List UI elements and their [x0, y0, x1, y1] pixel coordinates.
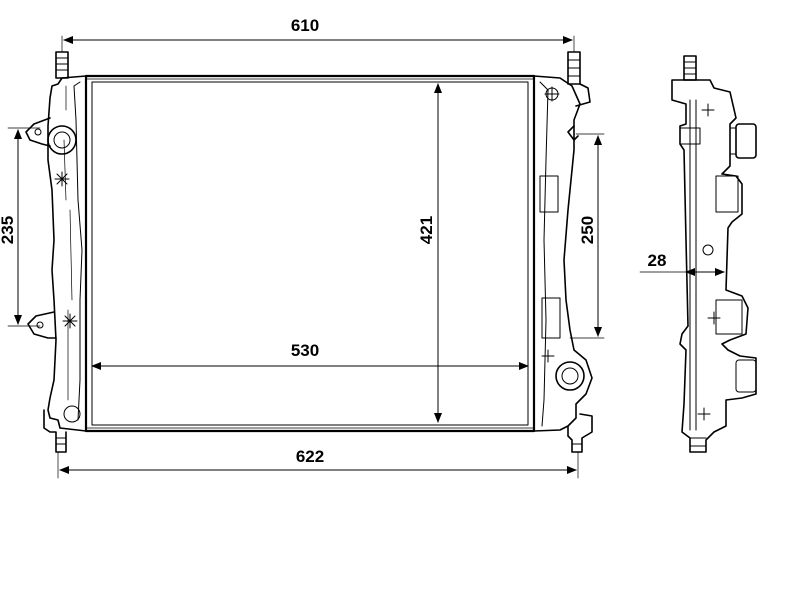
dim-250-label: 250	[578, 216, 597, 244]
right-upper-fitting	[539, 86, 579, 339]
right-tank	[533, 51, 593, 453]
right-lower-outlet	[541, 349, 585, 391]
left-top-pin	[55, 51, 69, 79]
radiator-front-view	[25, 51, 593, 453]
right-bottom-pin	[567, 413, 593, 453]
left-lower-bracket	[27, 311, 78, 339]
dim-235-label: 235	[0, 216, 17, 244]
right-top-pin	[567, 51, 591, 107]
radiator-core	[84, 74, 536, 433]
left-upper-bracket	[25, 117, 77, 187]
dimension-lines	[7, 35, 725, 479]
dimension-labels: 610 622 530 421 235 250 28	[0, 16, 666, 466]
dim-421-label: 421	[417, 216, 436, 244]
dim-610-label: 610	[291, 16, 319, 35]
dim-530-label: 530	[291, 341, 319, 360]
left-tank	[25, 51, 87, 453]
radiator-side-view	[671, 55, 757, 453]
dim-28-label: 28	[648, 251, 667, 270]
dim-622-label: 622	[296, 447, 324, 466]
left-bottom-pin	[43, 405, 81, 453]
